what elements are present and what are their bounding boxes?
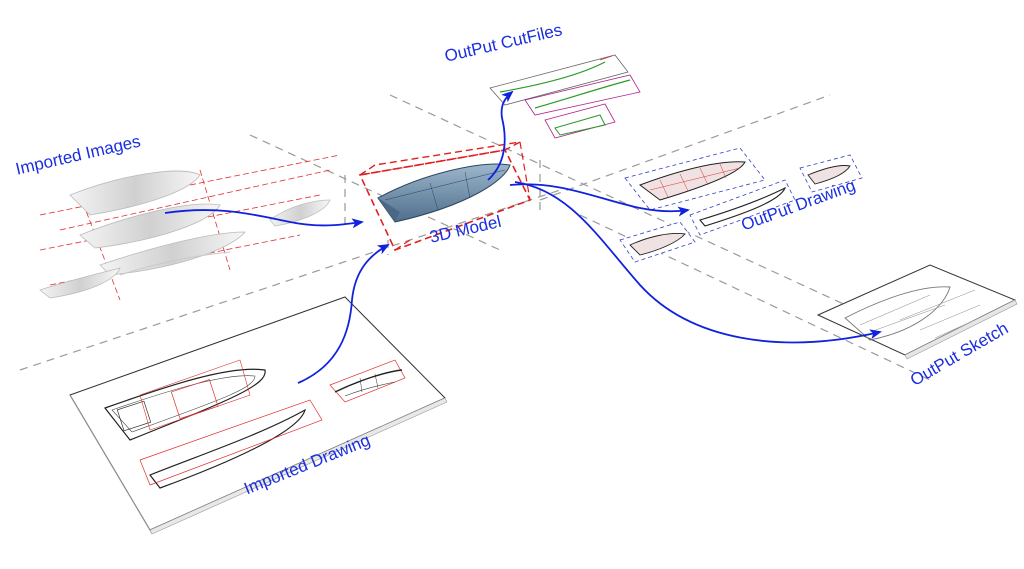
arrow-drawing-to-model: [297, 244, 390, 384]
arrow-model-to-drawing: [509, 183, 690, 217]
flow-arrows: [164, 90, 882, 384]
arrow-model-to-sketch: [514, 181, 882, 344]
output-drawing-panel: [619, 147, 863, 263]
imported-images-panel: [39, 154, 341, 301]
imported-drawing-sheet: [69, 296, 448, 535]
output-sketch-panel: [816, 264, 1018, 360]
3d-model: [358, 141, 532, 252]
arrow-images-to-model: [164, 209, 364, 229]
arrow-model-to-cutfiles: [487, 90, 514, 181]
output-cutfiles-panel: [489, 54, 641, 139]
